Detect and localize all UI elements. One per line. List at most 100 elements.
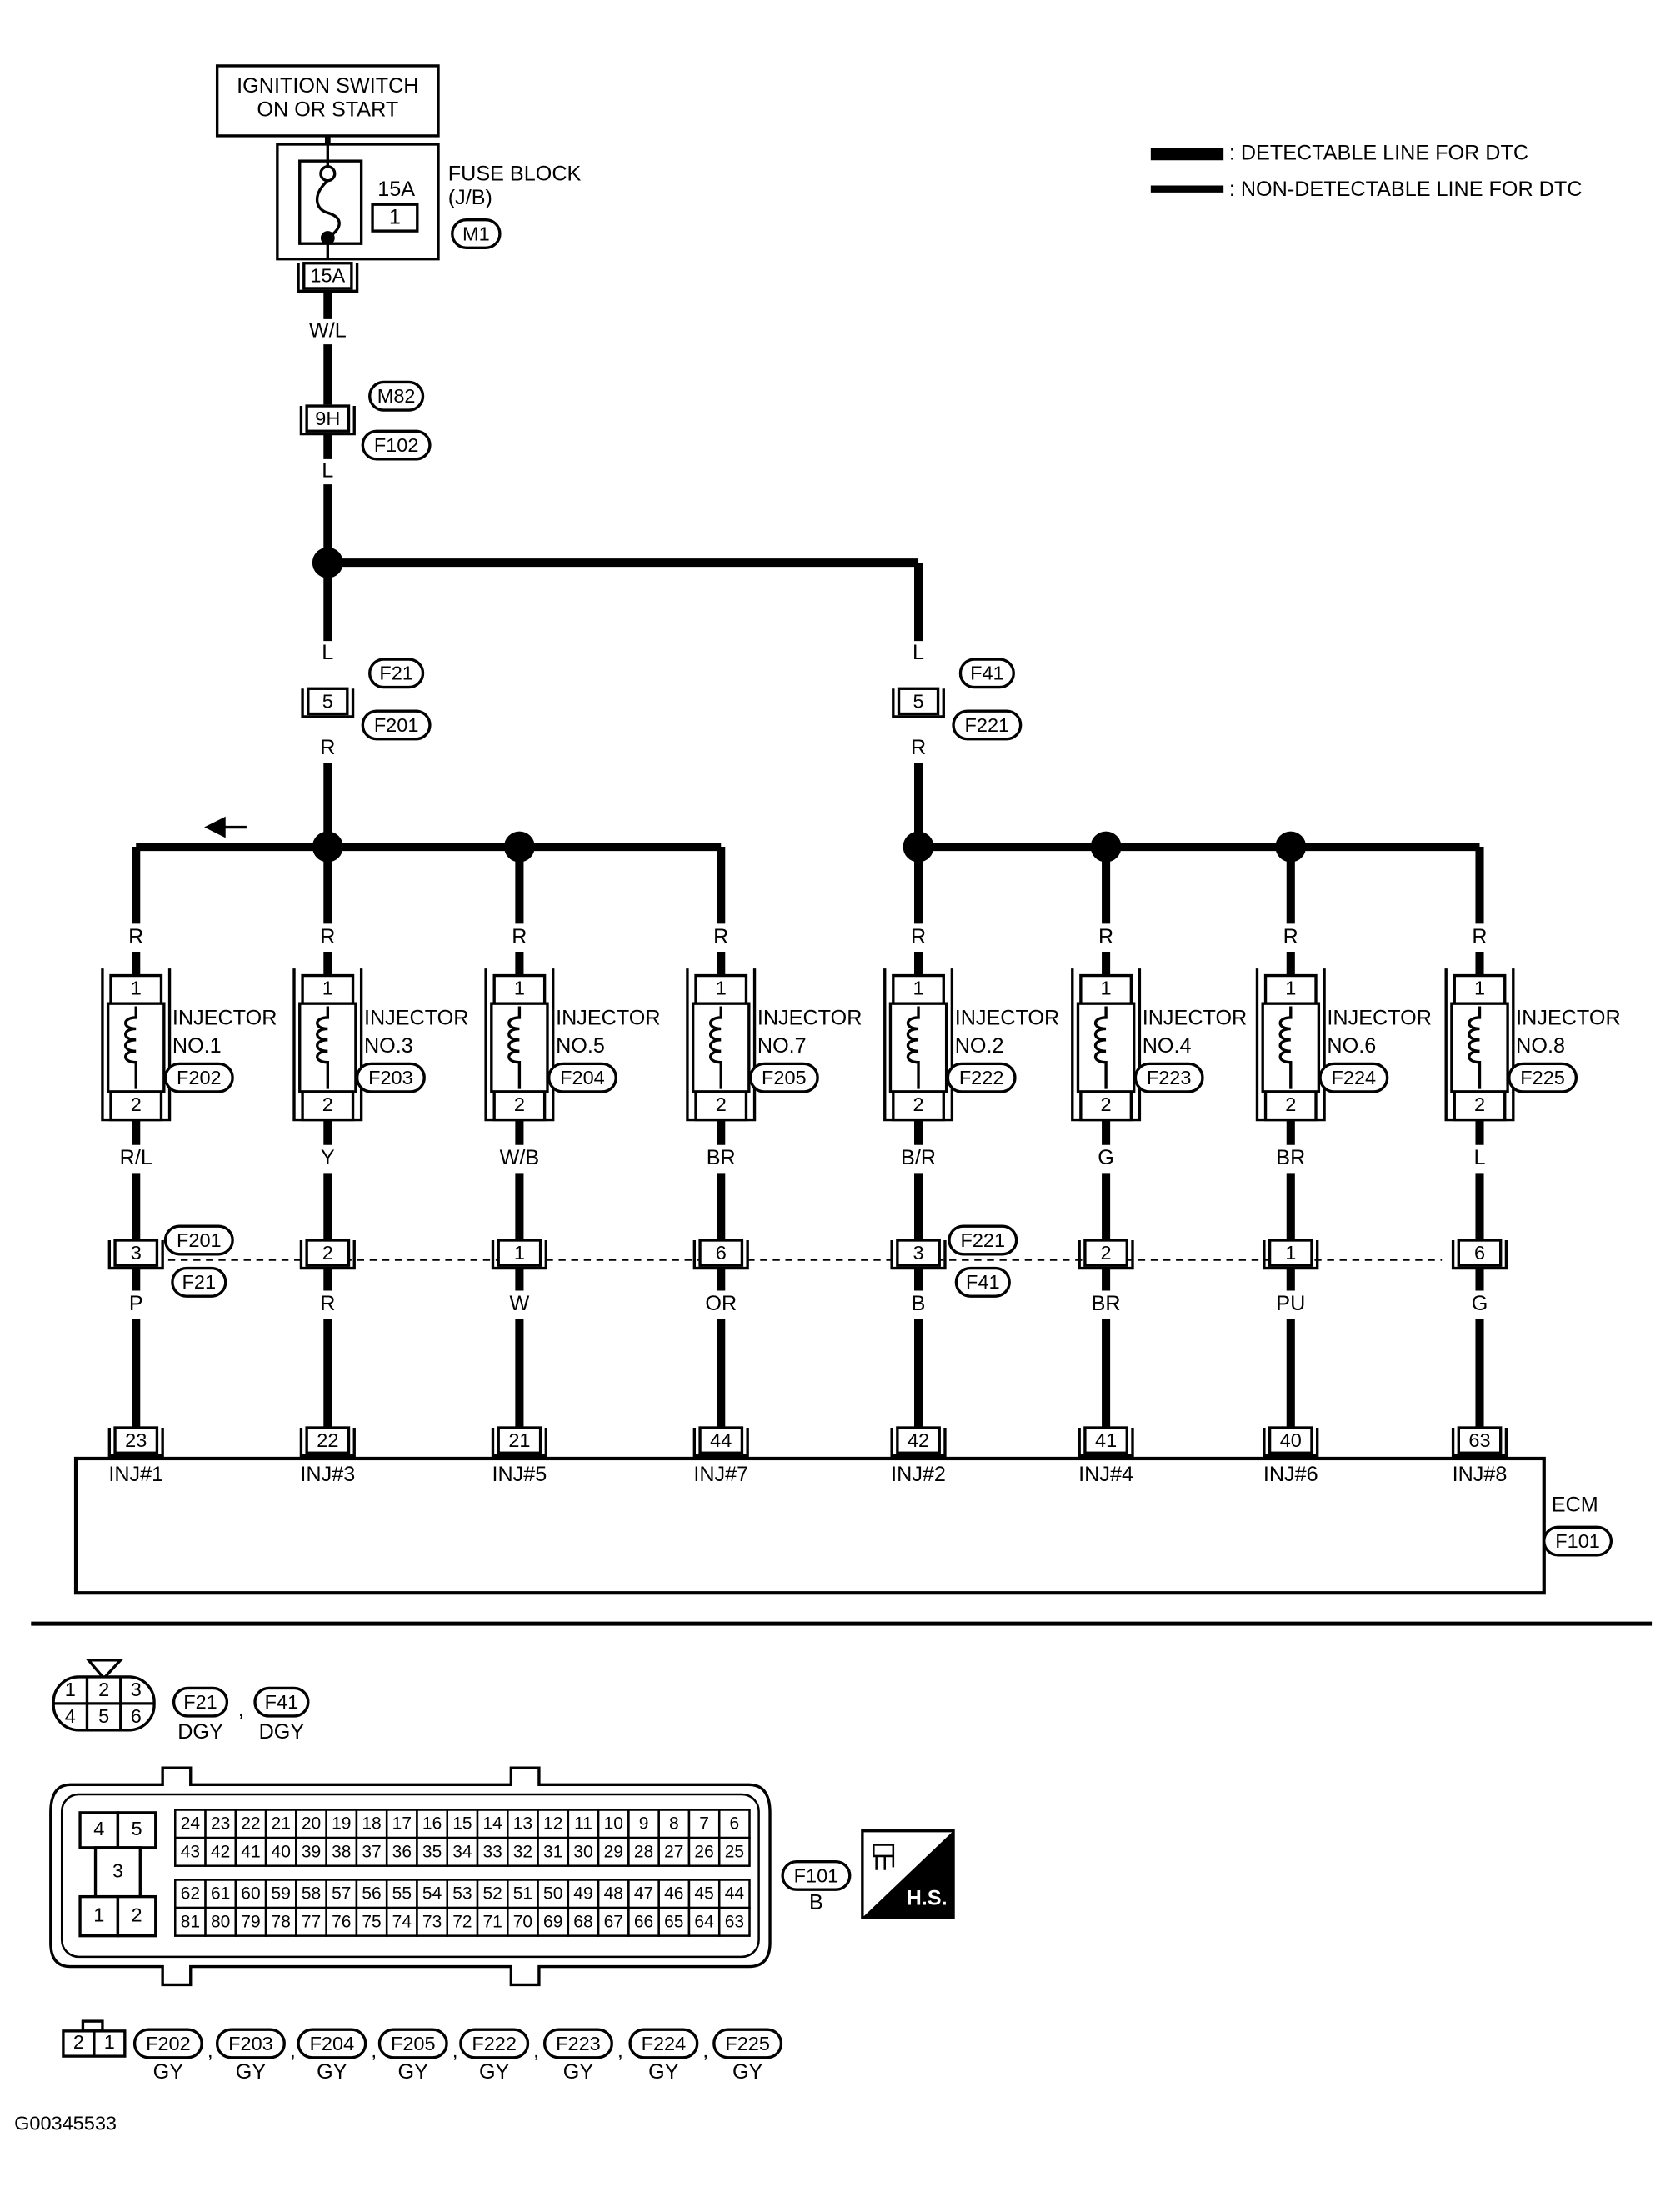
ecm-connector-inner [60,1793,760,1959]
injector-pin1: 1 [514,978,525,999]
solenoid-coil-icon [1468,1006,1482,1089]
ecm-connector-pin: 38 [332,1842,351,1861]
connector-view-color: GY [648,2060,679,2084]
joint-connector-pin-box [1083,1239,1128,1267]
joint-connector-pin-box [698,1239,744,1267]
ecm-connector-pin: 81 [181,1912,200,1931]
injector-number: NO.3 [364,1034,413,1058]
ecm-connector-pin: 31 [543,1842,562,1861]
two-pin-lock [81,2019,104,2033]
fuse-terminal-15A-box [302,262,353,290]
ecm-connector-pin: 37 [362,1842,381,1861]
ecm-wire-color: P [129,1292,143,1315]
ecm-connector-pin: 22 [241,1814,260,1834]
connector-view-id: F205 [391,2033,436,2054]
ecm-connector-pin: 9 [639,1814,649,1834]
branch-connector-pin-box [307,687,349,716]
ecm-wire-color: R [320,1292,335,1315]
injector-pin2: 2 [514,1093,525,1115]
injector-connector-id-outline [1508,1062,1578,1093]
ecm-connector-pin: 66 [634,1912,653,1931]
ecm-pin: 22 [317,1429,338,1451]
injector-pin2: 2 [716,1093,727,1115]
ecm-pin: 41 [1095,1429,1117,1451]
injector-connector-id-outline [355,1062,426,1093]
ecm-connector-pin: 15 [452,1814,472,1834]
ecm-connector-pin: 25 [725,1842,744,1861]
ecm-connector-cell [688,1906,721,1937]
ecm-connector-pin: 59 [272,1884,291,1904]
connector-view-id: F203 [228,2033,273,2054]
ecm-wire-color: PU [1276,1292,1305,1315]
branch-connector-pin-bracket [301,688,355,718]
ecm-connector-pin: 44 [725,1884,745,1904]
injector-out-wire-color: R/L [120,1146,152,1169]
separator-comma: , [208,2039,213,2063]
ecm-connector-pin: 28 [634,1842,653,1861]
injector-connector-id-outline [547,1062,618,1093]
injector-connector-id: F224 [1332,1067,1377,1088]
legend-detectable-label: : DETECTABLE LINE FOR DTC [1229,141,1528,164]
joint-connector-pin: 6 [1474,1242,1485,1264]
legend-non-detectable-label: : NON-DETECTABLE LINE FOR DTC [1229,178,1582,201]
ecm-connector-pin: 61 [211,1884,230,1904]
ecm-connector-pin: 75 [362,1912,381,1931]
ecm-connector-cell [507,1836,539,1867]
ecm-power-pin: 3 [112,1859,123,1881]
separator-comma: , [452,2039,458,2063]
ecm-pin-bracket [692,1428,749,1458]
ecm-pin-bracket [1262,1428,1319,1458]
ecm-connector-cell [537,1809,570,1839]
injector-connector-id-outline [748,1062,819,1093]
ecm-connector-cell [567,1906,600,1937]
ecm-connector-cell [476,1906,509,1937]
ecm-connector-pin: 40 [272,1842,291,1861]
figure-id: G00345533 [14,2113,117,2134]
connector-view-color: GY [153,2060,184,2084]
ecm-connector-pin: 76 [332,1912,351,1931]
ecm-pin-box [1268,1426,1313,1454]
branch-connector-pin-bracket [892,688,945,718]
ecm-pin-box [113,1426,159,1454]
connector-M1: M1 [462,223,490,244]
solenoid-coil-icon [508,1006,522,1089]
ecm-connector-pin: 24 [181,1814,201,1834]
connector-view-id: F223 [556,2033,601,2054]
ecm-connector-pin: 48 [604,1884,623,1904]
joint-connector-pin: 1 [514,1242,525,1264]
injector-supply-wire-color: R [512,925,527,948]
connector-F102-outline [361,429,432,461]
ecm-pin-label: INJ#5 [492,1463,548,1486]
branch-connector-top-outline [958,658,1015,689]
separator-comma: , [371,2039,377,2063]
injector-pin2: 2 [1285,1093,1296,1115]
ecm-pin-label: INJ#4 [1078,1463,1133,1486]
ecm-pin-bracket [108,1428,164,1458]
wire-color-wl: W/L [309,319,347,343]
connector-view-color: GY [317,2060,348,2084]
ecm-pin-box [1083,1426,1128,1454]
injector-supply-wire-color: R [128,925,143,948]
injector-supply-wire-color: R [1472,925,1487,948]
injector-pin1-box [301,973,355,1005]
ecm-connector-pin: 39 [302,1842,321,1861]
ecm-connector-id-outline [1542,1525,1613,1557]
connector-view-id-outline [628,2028,699,2059]
injector-pin1: 1 [1101,978,1112,999]
branch-wire-in-color: L [912,641,924,664]
separator-comma: , [533,2039,539,2063]
ecm-power-pin-box [93,1846,142,1899]
ecm-connector-pin: 13 [513,1814,532,1834]
connector-view-color: GY [398,2060,429,2084]
ecm-wire-color: W [510,1292,530,1315]
ecm-power-pin: 4 [93,1818,104,1839]
branch-connector-top: F41 [970,663,1004,684]
injector-connector-id: F223 [1147,1067,1192,1088]
ecm-connector-pin: 17 [392,1814,412,1834]
connector-view-id: F225 [725,2033,770,2054]
ecm-power-pin: 1 [93,1904,104,1925]
injector-label: INJECTOR [758,1006,862,1029]
injector-connector-id-outline [163,1062,234,1093]
branch-connector-pin: 5 [913,690,924,712]
